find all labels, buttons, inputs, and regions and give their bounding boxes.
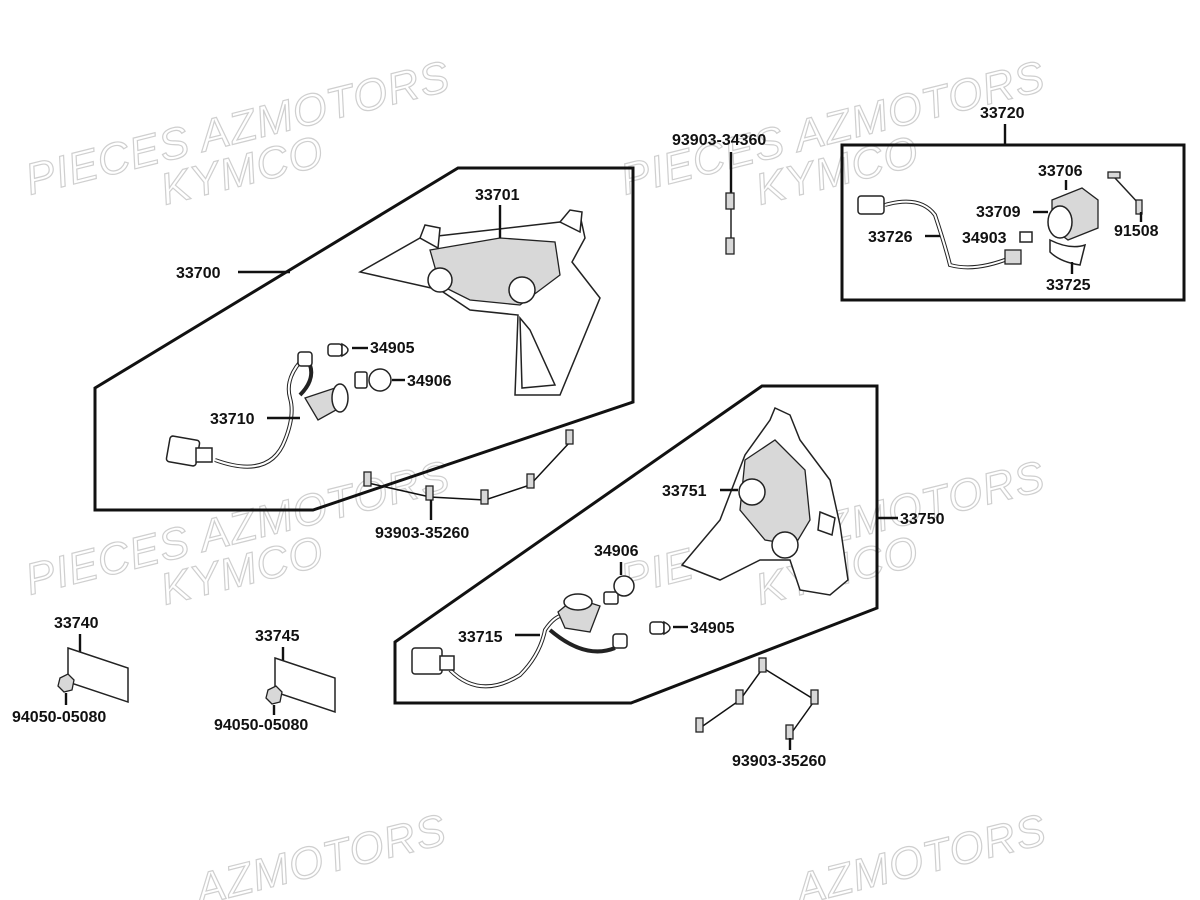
bulb-34905-icon [327,342,349,358]
bulb-34905-icon [649,620,671,636]
part-label-34906: 34906 [407,373,452,390]
assembly-frame-33750 [393,384,879,705]
part-label-93903-35260: 93903-35260 [732,753,826,770]
wire-harness-33715 [411,593,628,689]
watermark-group: PIECES AZMOTORS KYMCO PIECES AZMOTORS KY… [20,51,1052,900]
screw-91508-icon [1107,171,1143,215]
screw-set-93903-34360 [725,192,735,255]
screw-set-93903-35260 [695,657,819,740]
part-label-93903-35260: 93903-35260 [375,525,469,542]
wire-harness-33710 [165,351,349,469]
watermark-text: AZMOTORS [788,805,1052,900]
screw-set-93903-35260 [363,429,574,505]
bulb-34906-icon [354,368,392,392]
part-label-34906: 34906 [594,543,639,560]
part-label-33750: 33750 [900,511,945,528]
part-label-33709: 33709 [976,204,1021,221]
nut-94050-05080-icon [57,673,75,693]
part-label-33740: 33740 [54,615,99,632]
watermark-text: AZMOTORS [188,805,452,900]
part-label-33751: 33751 [662,483,707,500]
part-label-33725: 33725 [1046,277,1091,294]
part-label-94050-05080: 94050-05080 [12,709,106,726]
part-label-34905: 34905 [690,620,735,637]
part-label-33715: 33715 [458,629,503,646]
part-label-33700: 33700 [176,265,221,282]
bulb-34903-icon [1019,231,1033,243]
part-label-33710: 33710 [210,411,255,428]
lens-housing-33701 [357,209,601,396]
part-label-33706: 33706 [1038,163,1083,180]
part-label-91508: 91508 [1114,223,1159,240]
nut-94050-05080-icon [265,685,283,705]
part-label-34905: 34905 [370,340,415,357]
part-label-33726: 33726 [868,229,913,246]
part-label-34903: 34903 [962,230,1007,247]
assembly-frame-33720 [840,143,1186,302]
bulb-34906-icon [603,575,635,605]
part-label-33745: 33745 [255,628,300,645]
part-label-94050-05080: 94050-05080 [214,717,308,734]
part-label-93903-34360: 93903-34360 [672,132,766,149]
reflector-33745 [274,656,336,714]
reflector-33740 [67,646,129,704]
wire-harness-33726 [857,195,1022,270]
license-light-33706 [1047,187,1099,266]
part-label-33701: 33701 [475,187,520,204]
lens-housing-33751 [680,406,849,596]
part-label-33720: 33720 [980,105,1025,122]
assembly-frame-33700 [93,166,635,512]
